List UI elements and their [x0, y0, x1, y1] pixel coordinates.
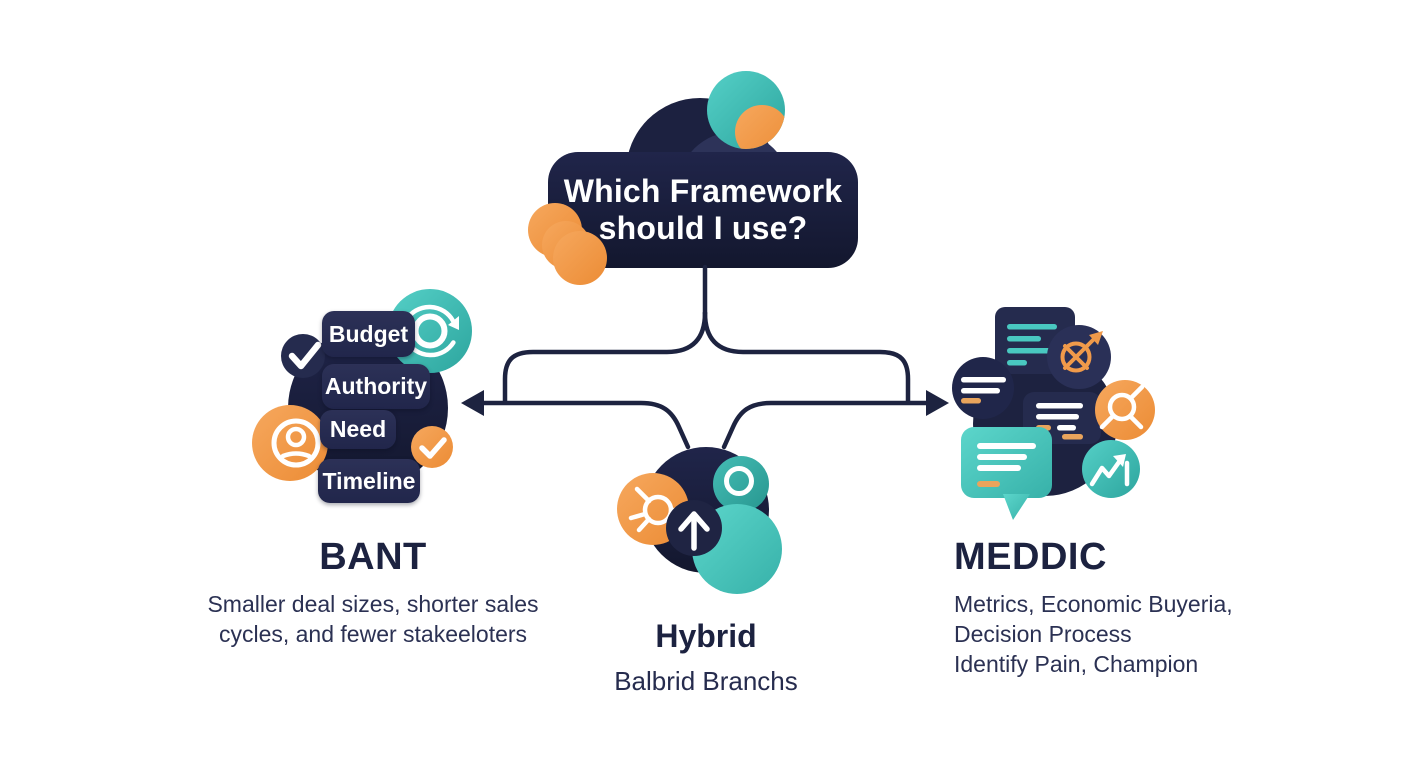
meddic-description: Metrics, Economic Buyeria, Decision Proc…: [954, 589, 1304, 679]
bant-pill-need: Need: [320, 410, 396, 449]
meddic-trend-circle: [1082, 440, 1140, 498]
branch-connectors: [461, 264, 949, 450]
connector-right-upper: [702, 310, 911, 404]
node-network-icon: [1099, 384, 1145, 430]
bant-check-circle-orange: [411, 426, 453, 468]
trend-up-icon: [1089, 454, 1130, 487]
root-question-line1: Which Framework: [563, 173, 843, 209]
hybrid-text-block: Hybrid Balbrid Branchs: [556, 618, 856, 697]
hybrid-teal-circle-top: [713, 456, 769, 512]
checkmark-icon: [288, 341, 322, 370]
meddic-orange-circle: [1095, 380, 1155, 440]
chat-bubble-lines: [961, 377, 1006, 404]
note-card-lines: [1036, 403, 1083, 440]
arrow-up-icon: [678, 511, 710, 551]
compass-target-icon: [1060, 331, 1103, 373]
meddic-description-line3: Identify Pain, Champion: [954, 651, 1199, 677]
bant-pill-authority: Authority: [322, 364, 430, 409]
hybrid-subtitle: Balbrid Branchs: [614, 666, 798, 696]
hybrid-cluster: [617, 447, 782, 594]
bant-description: Smaller deal sizes, shorter sales cycles…: [180, 589, 566, 649]
arrowhead-left-icon: [461, 390, 484, 416]
person-icon: [271, 418, 321, 468]
meddic-description-line2: Decision Process: [954, 621, 1132, 647]
meddic-description-line1: Metrics, Economic Buyeria,: [954, 591, 1233, 617]
root-question: Which Framework should I use?: [548, 152, 858, 268]
meddic-text-block: MEDDIC Metrics, Economic Buyeria, Decisi…: [954, 536, 1304, 679]
bant-check-circle-dark: [281, 334, 325, 378]
arrowhead-right-icon: [926, 390, 949, 416]
bant-text-block: BANT Smaller deal sizes, shorter sales c…: [180, 536, 566, 649]
connector-left-lower: [478, 400, 691, 450]
root-question-box: [548, 152, 858, 268]
meddic-heading: MEDDIC: [954, 536, 1107, 578]
root-question-decor: [528, 71, 858, 285]
bant-pill-timeline: Timeline: [318, 459, 420, 503]
bant-pill-budget: Budget: [322, 311, 415, 357]
hybrid-heading: Hybrid: [655, 618, 757, 654]
meddic-cluster: [952, 307, 1155, 520]
bant-description-line2: cycles, and fewer stakeeloters: [218, 621, 528, 647]
checkmark-icon: [419, 437, 447, 459]
ring-icon: [724, 466, 754, 496]
speech-bubble-icon: [961, 427, 1052, 520]
document-card-lines: [1007, 324, 1057, 366]
connector-left-upper: [502, 310, 708, 404]
decor-orange-blob: [528, 203, 607, 285]
root-question-line2: should I use?: [598, 210, 808, 246]
bant-heading: BANT: [319, 536, 427, 578]
bant-description-line1: Smaller deal sizes, shorter sales: [207, 591, 539, 617]
connector-right-lower: [721, 400, 932, 450]
